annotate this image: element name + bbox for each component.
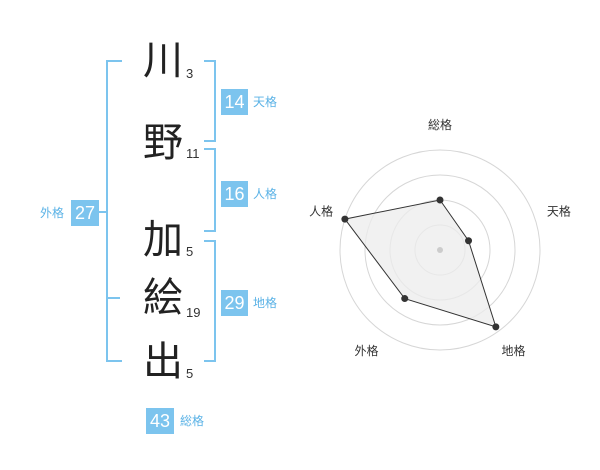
gaikaku-badge: 27 [71,200,99,226]
jinkaku-bracket [204,148,216,232]
radar-points [341,196,500,331]
radar-point-5 [341,215,349,223]
soukaku-label: 総格 [180,414,205,428]
radar-axis-label-1: 総格 [428,117,452,132]
gaikaku-label: 外格 [40,206,65,220]
chikaku-badge: 29 [221,290,248,316]
chikaku-bracket [204,240,216,362]
radar-ring-4 [339,149,541,351]
stroke-count-3: 5 [186,244,194,259]
stroke-count-4: 19 [186,305,201,320]
tenkaku-badge: 14 [221,89,248,115]
tenkaku-label: 天格 [253,95,278,109]
stroke-count-2: 11 [186,146,200,161]
stroke-count-1: 3 [186,66,194,81]
gaikaku-bracket-tick [106,297,120,299]
radar-axis-label-4: 外格 [355,343,379,358]
tenkaku-bracket [204,60,216,142]
name-char-4: 絵 [143,275,183,321]
radar-center-dot [437,247,443,253]
radar-axis-label-5: 人格 [309,203,333,218]
radar-area [344,199,497,328]
gaikaku-bracket [106,60,122,362]
radar-point-3 [492,323,500,331]
radar-axis-label-3: 地格 [501,343,525,358]
jinkaku-badge: 16 [221,181,248,207]
jinkaku-label: 人格 [253,187,278,201]
radar-point-2 [465,237,473,245]
radar-point-1 [436,196,444,204]
stroke-count-5: 5 [186,366,194,381]
name-char-1: 川 [143,38,183,84]
name-char-3: 加 [143,217,183,263]
radar-axis-label-2: 天格 [547,203,571,218]
soukaku-badge: 43 [146,408,174,434]
name-char-5: 出 [143,339,183,385]
radar-ring-3 [364,174,516,326]
name-char-2: 野 [143,120,183,166]
radar-point-4 [401,295,409,303]
chikaku-label: 地格 [253,296,278,310]
